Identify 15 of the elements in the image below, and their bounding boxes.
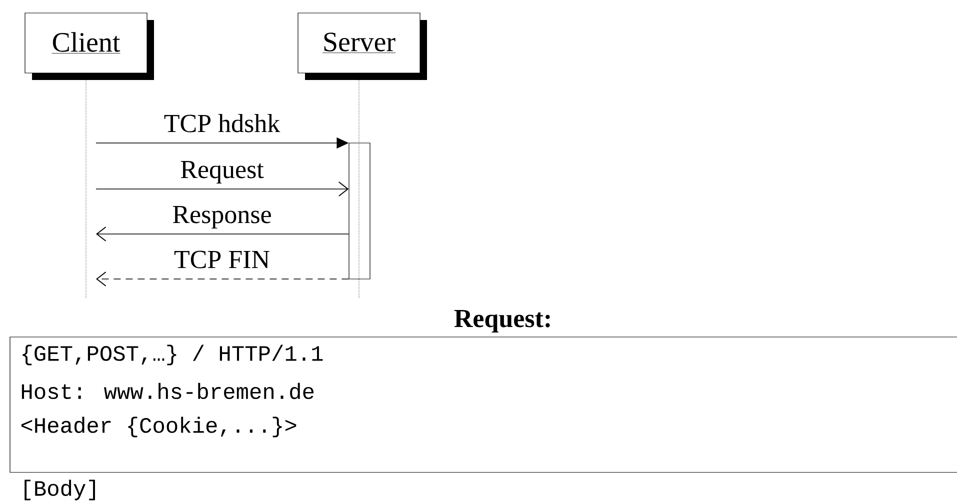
activation-bar	[348, 142, 370, 280]
message-label: Request	[180, 160, 264, 184]
lifeline-header-box: Server	[298, 12, 427, 80]
code-line: {GET,POST,…} / HTTP/1.1	[22, 344, 323, 366]
message-label: Response	[172, 206, 271, 229]
lifeline-header-box: Client	[24, 12, 154, 80]
message-label: TCP hdshk	[164, 114, 280, 132]
message-arrow	[96, 182, 349, 196]
code-line: [Body]	[24, 480, 95, 500]
message-arrow	[96, 272, 350, 286]
message-label: TCP FIN	[174, 250, 270, 268]
message-arrow	[96, 226, 350, 242]
section-heading: Request:	[454, 310, 550, 333]
code-line: <Header {Cookie,...}>	[21, 416, 296, 438]
code-line: Host: www.hs-bremen.de	[22, 382, 314, 400]
